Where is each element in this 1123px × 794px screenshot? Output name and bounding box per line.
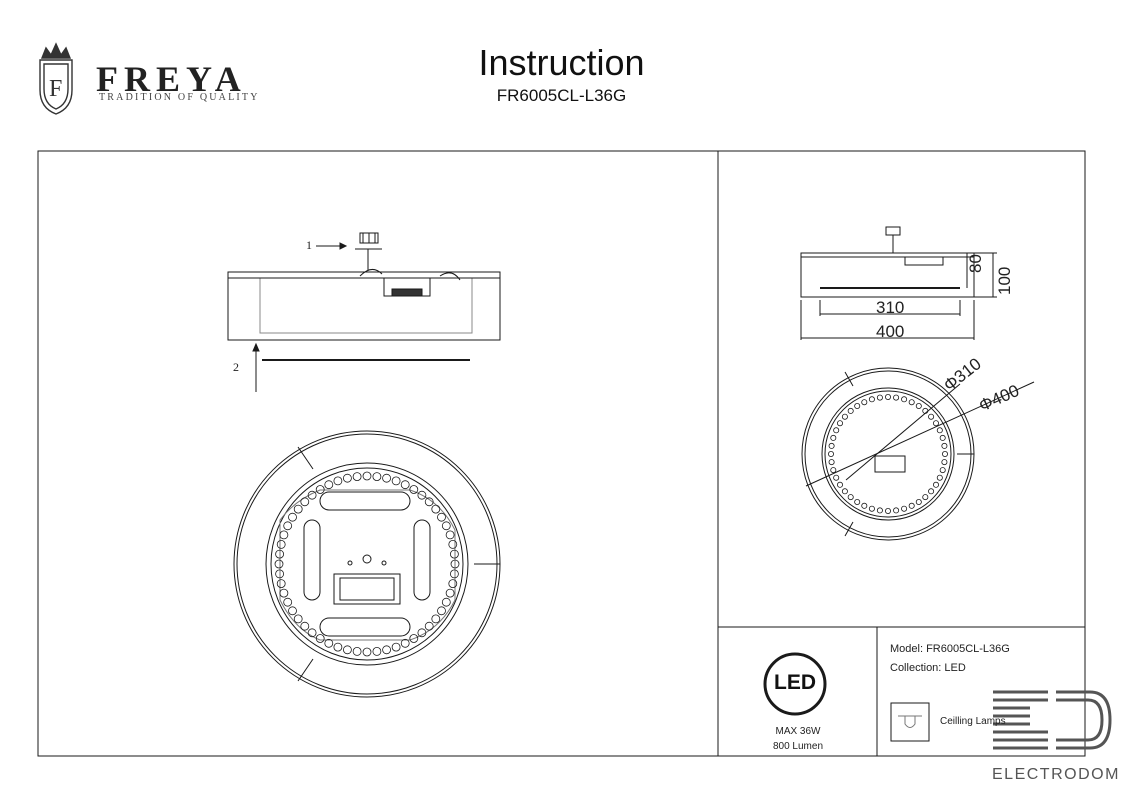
brand-name: FREYA bbox=[96, 59, 247, 99]
dimensioned-side-view bbox=[800, 226, 997, 340]
electrodom-watermark-mark bbox=[993, 690, 1112, 750]
spec-lumen: 800 Lumen bbox=[772, 741, 824, 752]
spec-model: Model: FR6005CL-L36G bbox=[890, 643, 1010, 655]
spec-power: MAX 36W bbox=[775, 726, 821, 737]
freya-crest-logo: F bbox=[39, 42, 73, 115]
led-badge-ring bbox=[763, 652, 827, 716]
spec-category: Ceilling Lamps bbox=[940, 716, 1006, 727]
spec-collection: Collection: LED bbox=[890, 662, 966, 674]
watermark-text: ELECTRODOM bbox=[992, 766, 1120, 783]
led-badge-text: LED bbox=[774, 671, 816, 694]
dim-height-outer: 100 bbox=[995, 266, 1014, 295]
assembly-side-view bbox=[227, 232, 501, 392]
dimensioned-top-view bbox=[801, 367, 1035, 541]
svg-text:F: F bbox=[49, 76, 62, 102]
assembly-step-1: 1 bbox=[306, 238, 312, 252]
led-bead-ring-small bbox=[828, 393, 949, 514]
lamp-top-view bbox=[233, 430, 501, 698]
document-model: FR6005CL-L36G bbox=[496, 86, 627, 105]
assembly-step-2: 2 bbox=[233, 360, 239, 374]
dim-outer-width: 400 bbox=[876, 322, 905, 341]
dim-inner-width: 310 bbox=[876, 298, 905, 317]
led-bead-ring-main bbox=[274, 471, 460, 657]
brand-tagline: TRADITION OF QUALITY bbox=[99, 92, 260, 103]
document-title: Instruction bbox=[478, 42, 645, 83]
dim-height-inner: 80 bbox=[966, 254, 985, 273]
